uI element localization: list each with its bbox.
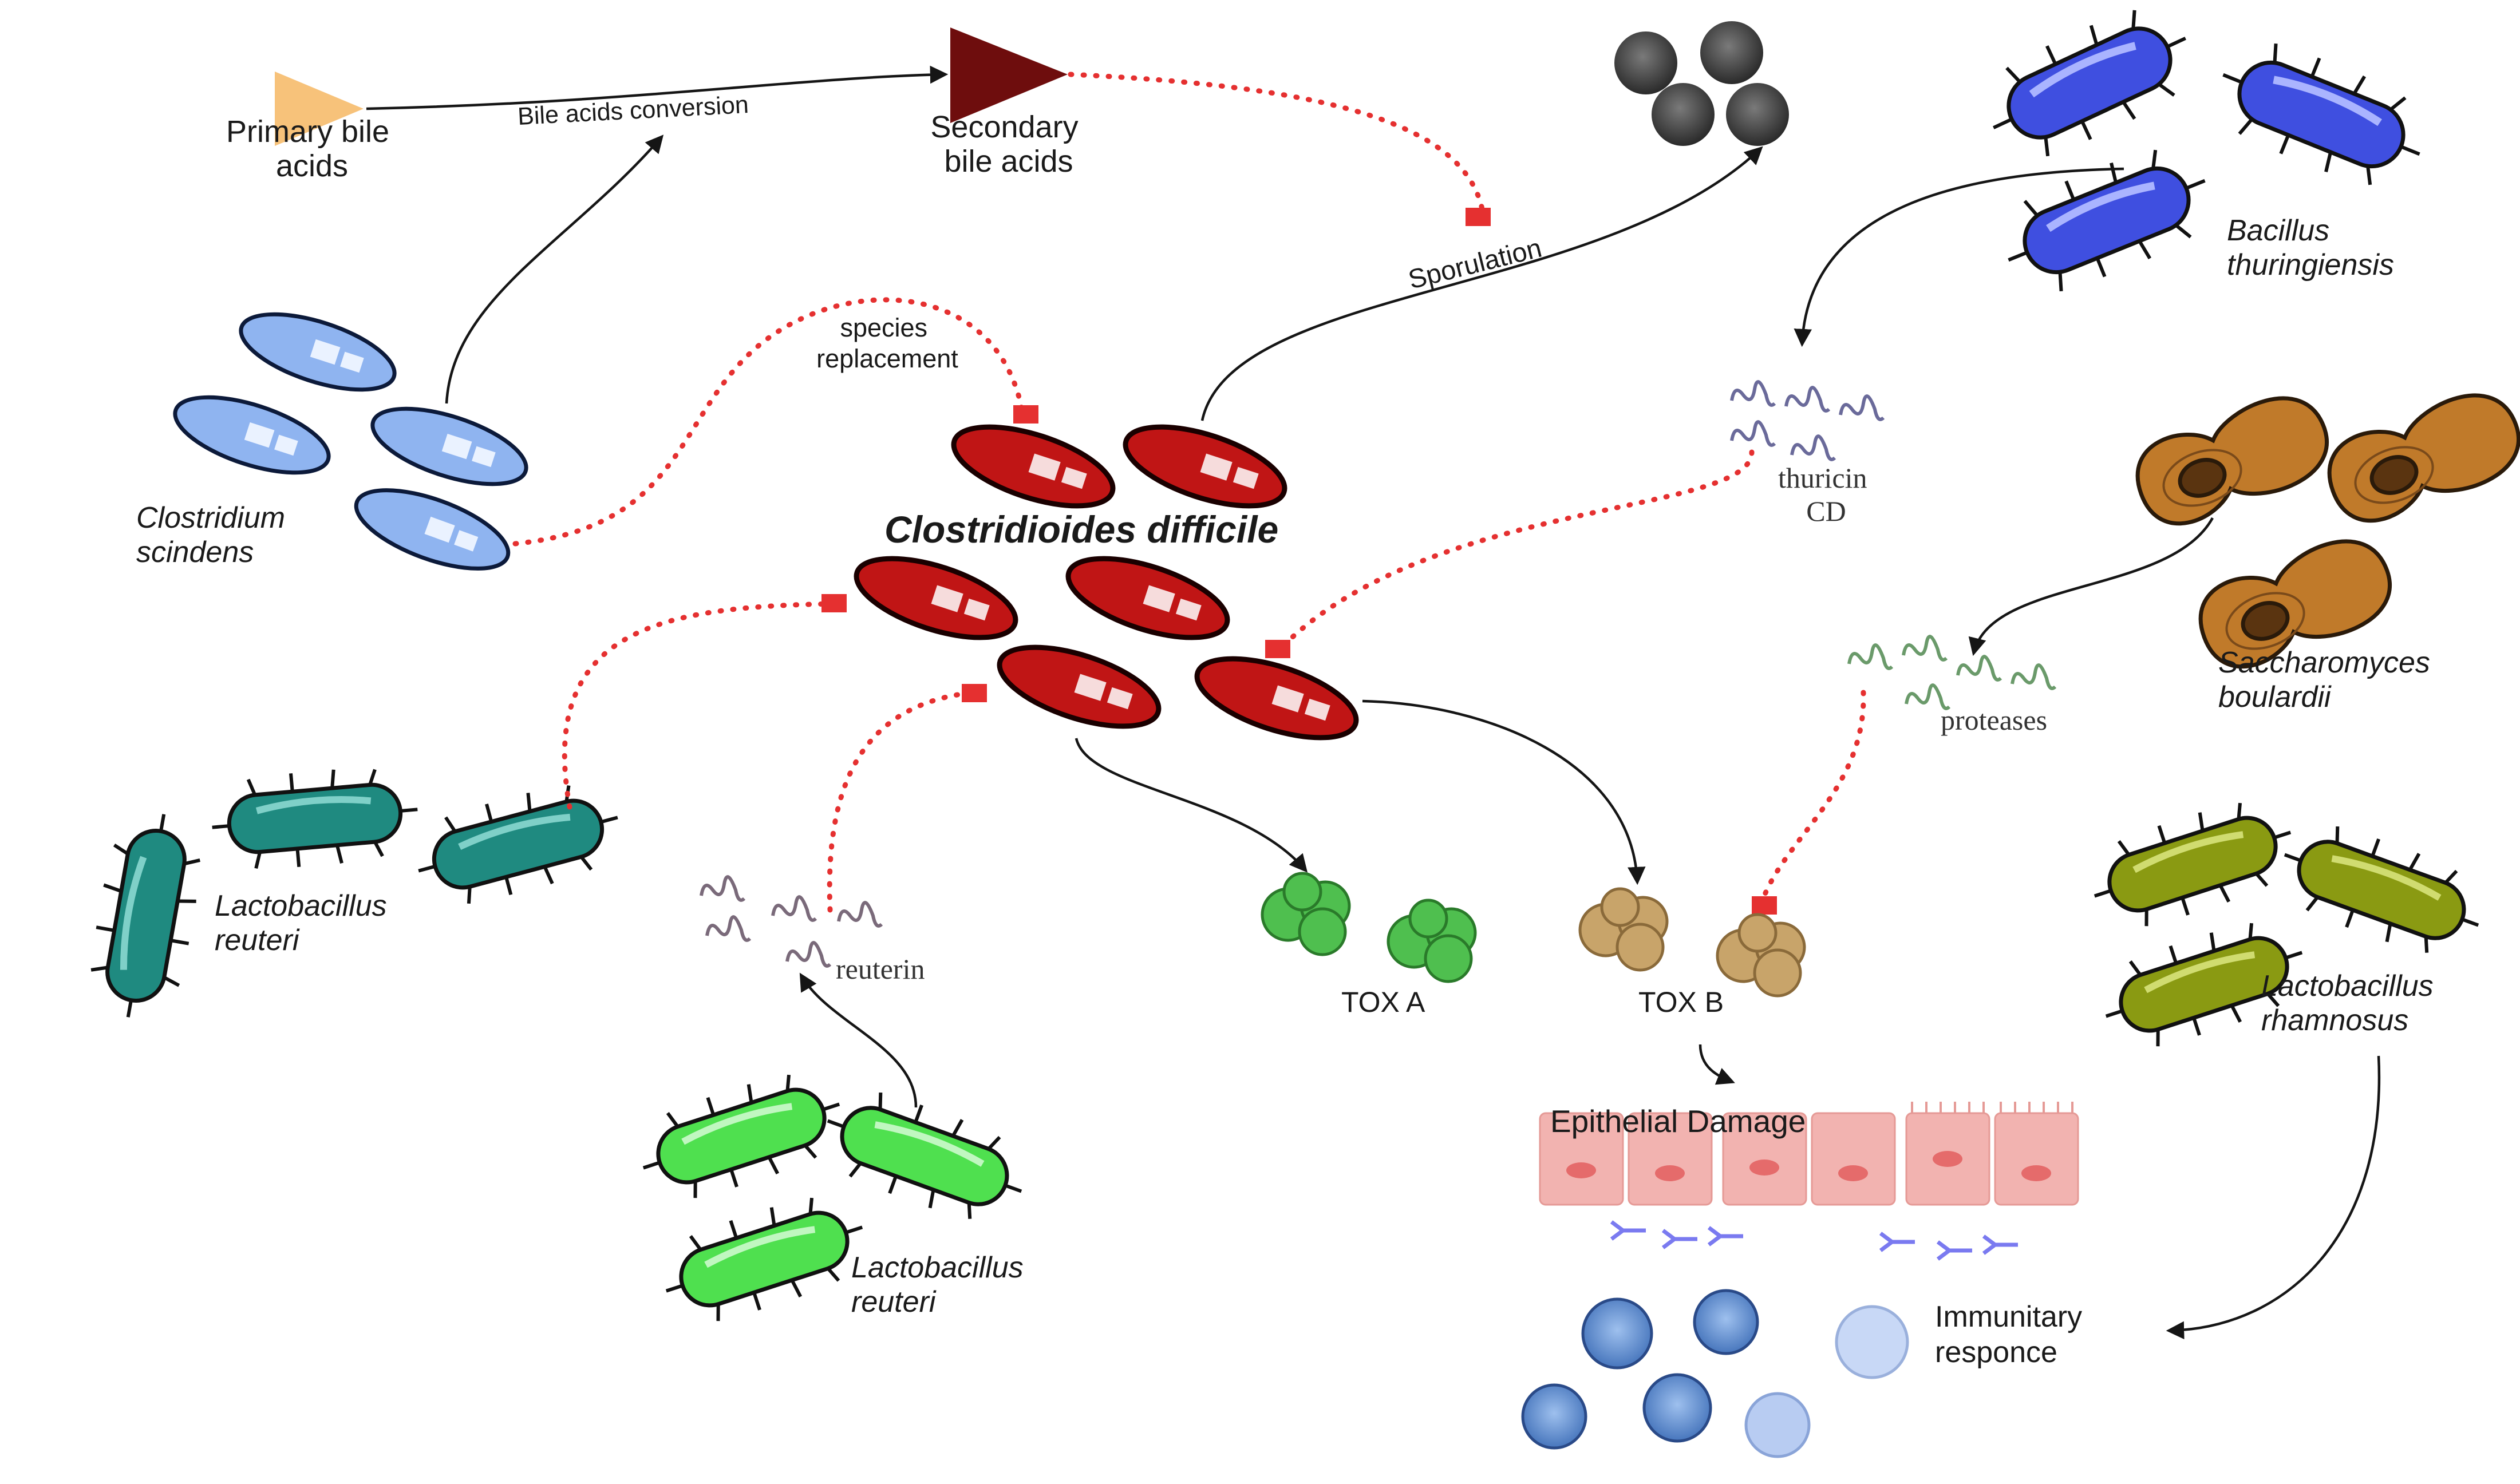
saccharomyces-boulardii-label: Saccharomyces boulardii <box>2218 646 2438 714</box>
c-difficile-label: Clostridioides difficile <box>884 508 1278 551</box>
rhamnosus-to-immune-arrow <box>2166 1055 2381 1340</box>
bacillus-to-thuricin-arrow <box>1794 167 2124 347</box>
inhibition-marker <box>1013 405 1038 424</box>
inhibition-marker <box>821 594 847 612</box>
lactobacillus-reuteri-bottom-label: Lactobacillus reuteri <box>851 1251 1032 1319</box>
thuricin-molecules-icon <box>1730 380 1885 461</box>
lactobacillus-reuteri-left-label: Lactobacillus reuteri <box>215 889 395 957</box>
species-replacement-label: species replacement <box>816 313 958 373</box>
inhibition-marker <box>962 684 987 702</box>
tox-b-label: TOX B <box>1638 986 1724 1018</box>
epithelium-icon <box>1539 1112 2079 1206</box>
lactobacillus-rhamnosus-cells <box>2094 802 2479 1047</box>
inhibition-marker <box>1265 640 1290 658</box>
inhibition-marker <box>1752 896 1777 915</box>
spores-icon <box>1614 21 1789 146</box>
tox-b-to-epithelium-arrow <box>1699 1044 1735 1085</box>
saccharomyces-to-proteases-arrow <box>1968 517 2214 656</box>
inhibition-species-replacement <box>512 297 1025 547</box>
c-difficile-to-tox-a-arrow <box>1075 738 1308 873</box>
sporulation-arrow <box>1200 146 1763 421</box>
sporulation-label: Sporulation <box>1405 232 1545 295</box>
inhibition-thuricin <box>1279 449 1755 650</box>
tox-a-icon <box>1261 872 1477 983</box>
epithelial-damage-label: Epithelial Damage <box>1550 1103 1806 1139</box>
thuricin-label: thuricin CD <box>1778 462 1874 527</box>
lactobacillus-reuteri-green-cells <box>642 1074 1022 1321</box>
inhibition-proteases <box>1759 690 1866 904</box>
saccharomyces-boulardii-cells <box>2135 393 2520 669</box>
reuterin-label: reuterin <box>836 953 925 985</box>
bacillus-thuringiensis-cells <box>1993 10 2420 291</box>
primary-bile-acids-icon <box>275 72 364 146</box>
tox-a-label: TOX A <box>1341 986 1425 1018</box>
antibodies-icon <box>1610 1220 2018 1261</box>
inhibition-lacto-reuteri-left <box>562 601 838 810</box>
secondary-bile-acids-label: Secondary bile acids <box>930 110 1087 179</box>
clostridium-scindens-label: Clostridium scindens <box>136 501 294 569</box>
proteases-label: proteases <box>1941 704 2047 736</box>
c-difficile-to-tox-b-arrow <box>1362 699 1646 885</box>
inhibition-secondary-sporulation <box>1068 72 1486 215</box>
lactobacillus-reuteri-teal-cells <box>90 769 618 1018</box>
tox-b-icon <box>1578 887 1806 998</box>
bacillus-thuringiensis-label: Bacillus thuringiensis <box>2227 214 2394 282</box>
lactobacillus-rhamnosus-label: Lactobacillus rhamnosus <box>2261 969 2442 1037</box>
c-difficile-cells <box>854 424 1359 741</box>
scindens-to-conversion-arrow <box>445 134 664 404</box>
bile-conversion-arrow <box>366 65 949 110</box>
inhibition-marker <box>1466 208 1491 226</box>
secondary-bile-acids-icon <box>950 27 1068 123</box>
proteases-molecules-icon <box>1847 635 2057 710</box>
immunitary-response-label: Immunitary responce <box>1935 1300 2091 1369</box>
bile-conversion-label: Bile acids conversion <box>517 91 749 130</box>
inhibition-reuterin <box>827 690 976 913</box>
reuterin-molecules-icon <box>700 875 883 968</box>
epithelium-microvilli <box>1911 1102 2073 1113</box>
primary-bile-acids-label: Primary bile acids <box>226 114 398 183</box>
immune-cells-icon <box>1521 1289 1909 1458</box>
clostridium-scindens-cells <box>173 312 528 571</box>
lacto-reuteri-to-reuterin-arrow <box>799 972 918 1108</box>
epithelium-nuclei <box>1566 1151 2051 1181</box>
